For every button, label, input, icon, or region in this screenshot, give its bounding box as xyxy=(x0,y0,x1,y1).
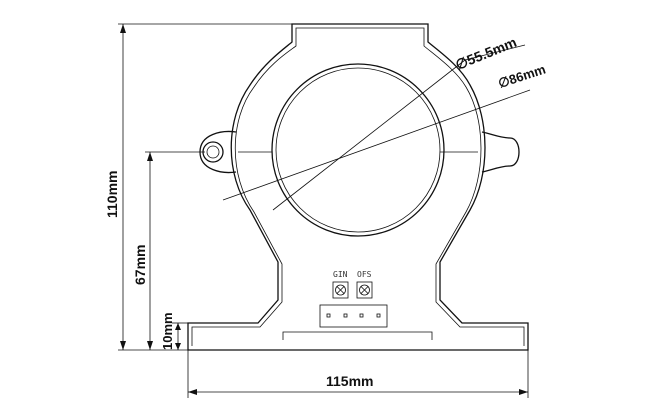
dimension-lines xyxy=(118,23,529,398)
height-total-label: 110mm xyxy=(104,171,120,218)
offset-label: OFS xyxy=(357,270,372,279)
terminal-connector xyxy=(319,304,388,328)
gain-label: GIN xyxy=(333,270,348,279)
sensor-body-outline xyxy=(187,23,529,351)
left-mounting-ear xyxy=(199,130,237,174)
aperture-circle xyxy=(271,63,445,237)
width-total-label: 115mm xyxy=(326,373,373,389)
outer-diameter-label: ∅86mm xyxy=(496,61,547,90)
right-mounting-ear xyxy=(481,131,520,173)
gain-potentiometer-icon xyxy=(332,281,349,299)
height-base-label: 10mm xyxy=(160,312,175,350)
offset-potentiometer-icon xyxy=(356,281,373,299)
diameter-leaders xyxy=(222,44,531,211)
inner-diameter-label: ∅55.5mm xyxy=(453,34,519,73)
height-center-label: 67mm xyxy=(132,245,148,285)
